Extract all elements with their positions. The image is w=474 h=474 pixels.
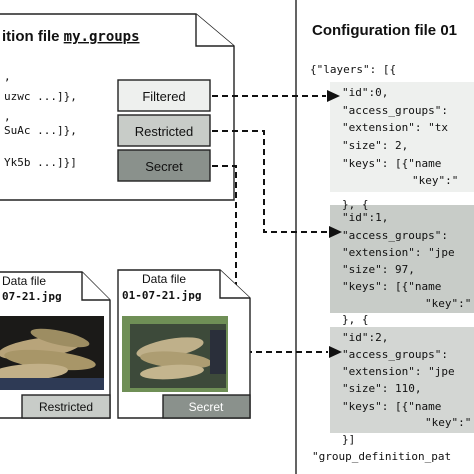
config-line: "key":" [412,174,458,187]
group-box-secret [117,149,211,182]
config-line: }] [342,433,355,446]
arrowhead-filtered [327,90,340,102]
layer-band-1 [330,205,474,313]
config-line: "id":2, [342,331,388,344]
config-line: "extension": "tx [342,121,448,134]
data-file-label: Data file [142,272,186,286]
group-label-secret: Secret [145,159,183,174]
group-def-line: uzwc ...]}, [4,90,77,103]
group-def-line: , [4,70,11,83]
group-def-line: Yk5b ...]}] [4,156,77,169]
fish-photo-secret [122,316,228,392]
page-fold-corner [219,270,250,299]
data-file-restricted: Data file 07-21.jpg Restricted [0,271,111,419]
arrowhead-restricted [329,226,342,238]
page-fold-corner [195,14,234,47]
config-line: "group_definition_pat [312,450,451,463]
config-line: "extension": "jpe [342,246,455,259]
data-file-name: 07-21.jpg [2,290,62,303]
config-line: "keys": [{"name [342,157,441,170]
group-box-restricted [117,114,211,147]
config-line: "size": 97, [342,263,415,276]
badge-secret-label: Secret [189,400,224,414]
badge-secret [162,394,251,419]
config-line: "key":" [425,416,471,429]
arrowhead-secret [329,346,342,358]
config-line: "keys": [{"name [342,280,441,293]
config-line: "size": 2, [342,139,408,152]
group-def-filename: my.groups [64,29,140,45]
data-file-secret: Data file 01-07-21.jpg Secret [117,269,251,419]
badge-restricted [21,394,111,419]
config-line: "id":0, [342,86,388,99]
configuration-file: Configuration file 01 {"layers": [{ "id"… [295,0,474,474]
config-line: "access_groups": [342,348,448,361]
fish-photo-restricted [0,316,104,390]
config-line: "access_groups": [342,229,448,242]
group-def-line: , [4,110,11,123]
mapping-arrows [212,95,328,353]
layer-band-0 [330,82,474,192]
data-file-label: Data file [2,274,46,288]
group-def-title: ition file my.groups [2,28,140,45]
config-line: {"layers": [{ [310,63,396,76]
config-line: }, { [342,313,369,326]
data-file-name: 01-07-21.jpg [122,289,201,302]
config-line: }, { [342,198,369,211]
config-line: "id":1, [342,211,388,224]
group-label-restricted: Restricted [135,124,194,139]
config-title: Configuration file 01 [312,22,457,39]
group-def-line: SuAc ...]}, [4,124,77,137]
config-line: "size": 110, [342,382,421,395]
arrow-heads [327,90,342,358]
group-label-filtered: Filtered [142,89,185,104]
config-line: "access_groups": [342,104,448,117]
config-line: "keys": [{"name [342,400,441,413]
group-definition-file: ition file my.groups , uzwc ...]}, , SuA… [0,13,235,201]
arrow-secret [212,165,328,353]
badge-restricted-label: Restricted [39,400,93,414]
group-box-filtered [117,79,211,112]
page-fold-corner [81,272,110,301]
config-line: "extension": "jpe [342,365,455,378]
layer-band-2 [330,327,474,433]
config-line: "key":" [425,297,471,310]
arrow-restricted [212,130,328,233]
